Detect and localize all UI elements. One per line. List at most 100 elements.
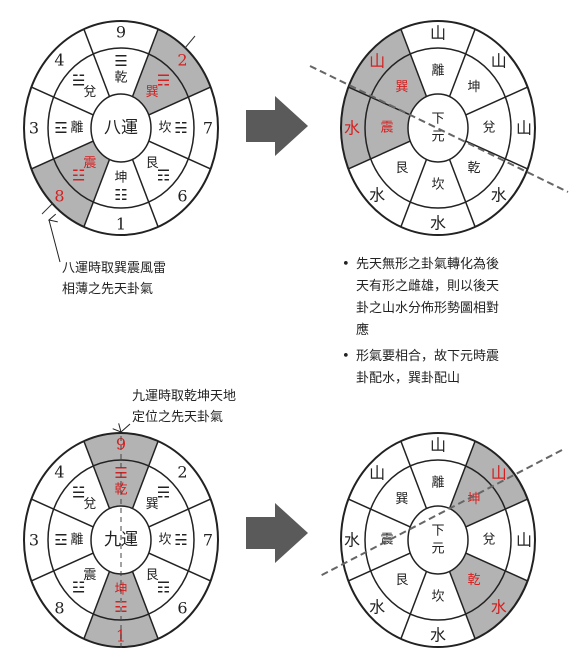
number-label: 3 (29, 531, 39, 550)
trigram-icon: ☲ (54, 531, 67, 549)
number-label: 2 (177, 463, 187, 482)
trigram-icon: ☷ (114, 186, 127, 204)
bullet-dot: • (342, 257, 350, 272)
trigram-label: 震 (380, 121, 393, 136)
spoke (131, 159, 159, 228)
caption-line: 定位之先天卦氣 (132, 410, 224, 425)
trigram-label: 艮 (146, 568, 159, 583)
mountain-label: 山 (369, 463, 385, 482)
water-label: 水 (491, 186, 507, 205)
highlight-sector (31, 141, 110, 227)
trigram-label: 坤 (468, 80, 481, 95)
axis-dashed-line (319, 449, 563, 577)
spoke (348, 140, 411, 170)
bullet-line: 天有形之雌雄，則以後天 (356, 279, 500, 294)
spoke (131, 571, 159, 640)
trigram-label: 艮 (146, 156, 159, 171)
trigram-label: 坤 (114, 171, 127, 186)
highlight-sector (348, 29, 427, 115)
center-label: 下 (431, 112, 444, 127)
spoke (400, 28, 428, 97)
transform-arrow (246, 503, 308, 563)
trigram-label: 離 (70, 121, 83, 136)
trigram-label: 乾 (468, 161, 481, 176)
water-label: 水 (430, 626, 446, 645)
trigram-label: 艮 (395, 573, 408, 588)
trigram-label: 震 (83, 156, 96, 171)
trigram-label: 艮 (395, 161, 408, 176)
highlight-sector (449, 441, 528, 527)
spoke (465, 498, 528, 528)
spoke (400, 159, 428, 228)
pointer-line (49, 220, 61, 263)
center-label: 元 (431, 542, 444, 557)
spoke (448, 571, 476, 640)
bullet-line: 應 (356, 323, 370, 338)
spoke (83, 571, 111, 640)
trigram-label: 乾 (468, 573, 481, 588)
trigram-icon: ☵ (174, 531, 187, 549)
mountain-label: 山 (491, 51, 507, 70)
spoke (465, 552, 528, 582)
trigram-label: 巽 (146, 85, 159, 100)
bullet-line: 卦之山水分佈形勢圖相對 (356, 301, 500, 316)
spoke (348, 498, 411, 528)
trigram-label: 巽 (395, 80, 408, 95)
spoke (148, 86, 211, 116)
transform-arrow (246, 96, 308, 156)
trigram-label: 巽 (146, 497, 159, 512)
water-label: 水 (491, 598, 507, 617)
trigram-label: 兌 (482, 533, 495, 548)
trigram-icon: ☰ (114, 52, 127, 70)
bullet-line: 形氣要相合，故下元時震 (356, 349, 500, 364)
spoke (465, 86, 528, 116)
spoke (31, 140, 94, 170)
number-label: 3 (29, 119, 39, 138)
middle-ring (364, 459, 512, 621)
spoke (83, 159, 111, 228)
number-label: 6 (177, 186, 187, 205)
trigram-icon: ☱ (72, 484, 85, 502)
center-label: 八運 (104, 118, 138, 138)
spoke (148, 498, 211, 528)
trigram-label: 坎 (431, 590, 444, 605)
trigram-label: 兌 (83, 85, 96, 100)
spoke (448, 28, 476, 97)
number-label: 8 (54, 186, 64, 205)
caption-line: 八運時取巽震風雷 (62, 261, 167, 276)
number-label: 7 (203, 119, 213, 138)
outer-ring (23, 20, 219, 236)
spoke (448, 440, 476, 509)
middle-ring (47, 47, 195, 209)
bullet-line: 卦配水，巽卦配山 (356, 371, 461, 386)
spoke (148, 552, 211, 582)
bullet-line: 先天無形之卦氣轉化為後 (356, 257, 500, 272)
mountain-label: 山 (516, 119, 532, 138)
bullet-dot: • (342, 349, 350, 364)
middle-ring (364, 47, 512, 209)
number-label: 9 (116, 23, 126, 42)
outer-ring (340, 20, 536, 236)
trigram-icon: ☳ (72, 578, 85, 596)
spoke (348, 552, 411, 582)
mountain-label: 山 (369, 51, 385, 70)
bullet-item: • 形氣要相合，故下元時震 卦配水，巽卦配山 (342, 346, 556, 390)
inner-ring (407, 505, 469, 575)
water-label: 水 (369, 186, 385, 205)
trigram-label: 乾 (114, 71, 127, 86)
spoke (31, 498, 94, 528)
trigram-icon: ☲ (54, 119, 67, 137)
trigram-label: 巽 (395, 492, 408, 507)
mountain-label: 山 (516, 531, 532, 550)
number-label: 6 (177, 598, 187, 617)
water-label: 水 (344, 531, 360, 550)
trigram-icon: ☶ (157, 578, 170, 596)
trigram-label: 離 (431, 476, 444, 491)
trigram-label: 坤 (468, 492, 481, 507)
caption-line: 相薄之先天卦氣 (62, 282, 154, 297)
spoke (131, 440, 159, 509)
mountain-label: 山 (430, 436, 446, 455)
trigram-icon: ☵ (174, 119, 187, 137)
trigram-icon: ☶ (157, 166, 170, 184)
inner-ring (407, 93, 469, 163)
